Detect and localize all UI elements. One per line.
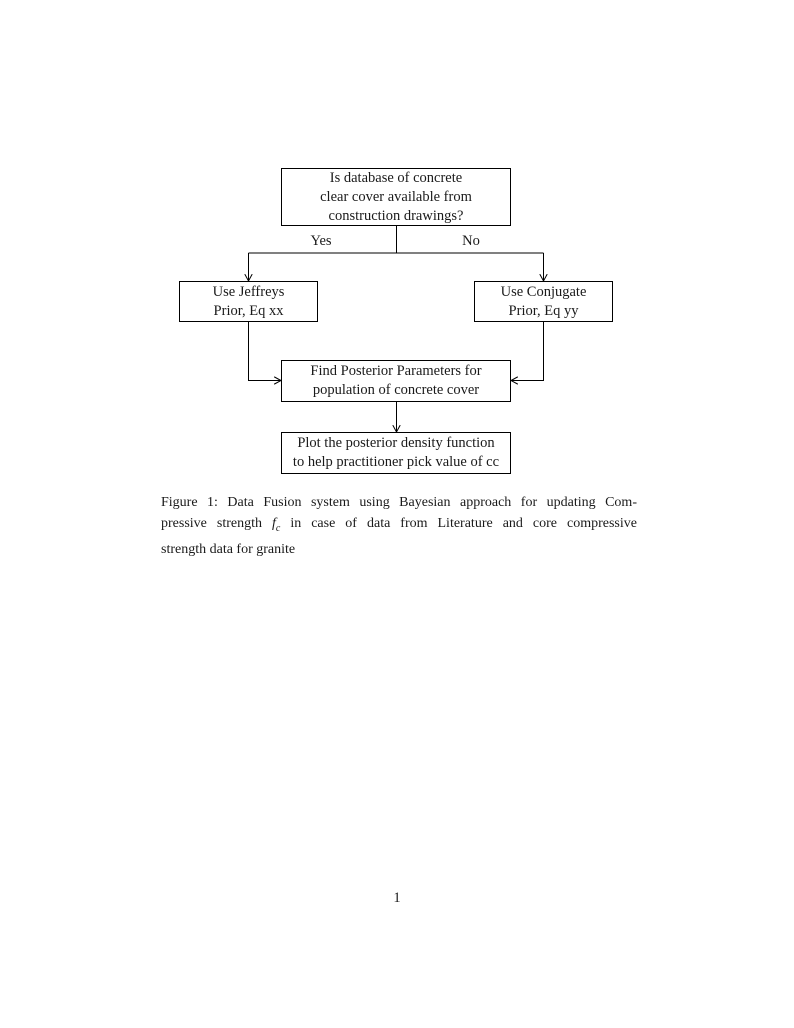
branch-label-no: No bbox=[462, 233, 480, 249]
caption-line-2: pressive strength fc in case of data fro… bbox=[161, 513, 637, 539]
jeffreys-prior-box: Use Jeffreys Prior, Eq xx bbox=[179, 281, 318, 322]
caption-line-2-post: in case of data from Literature and core… bbox=[280, 516, 637, 531]
branch-label-yes: Yes bbox=[310, 233, 332, 249]
decision-box: Is database of concrete clear cover avai… bbox=[281, 168, 511, 226]
connector-left-elbow bbox=[248, 322, 280, 381]
caption-line-1: Figure 1: Data Fusion system using Bayes… bbox=[161, 495, 637, 510]
caption-line-2-pre: pressive strength bbox=[161, 516, 272, 531]
caption-math-fc: f bbox=[271, 516, 276, 531]
caption-line-3: strength data for granite bbox=[161, 541, 296, 557]
posterior-parameters-box: Find Posterior Parameters for population… bbox=[281, 360, 511, 402]
plot-density-box: Plot the posterior density function to h… bbox=[281, 432, 511, 474]
connector-right-elbow bbox=[512, 322, 544, 381]
arrow-left-icon bbox=[509, 376, 518, 385]
conjugate-prior-box: Use Conjugate Prior, Eq yy bbox=[474, 281, 613, 322]
caption-math-fc-sub: c bbox=[275, 522, 281, 534]
figure-caption: Figure 1: Data Fusion system using Bayes… bbox=[161, 492, 637, 560]
page-number: 1 bbox=[393, 890, 401, 906]
